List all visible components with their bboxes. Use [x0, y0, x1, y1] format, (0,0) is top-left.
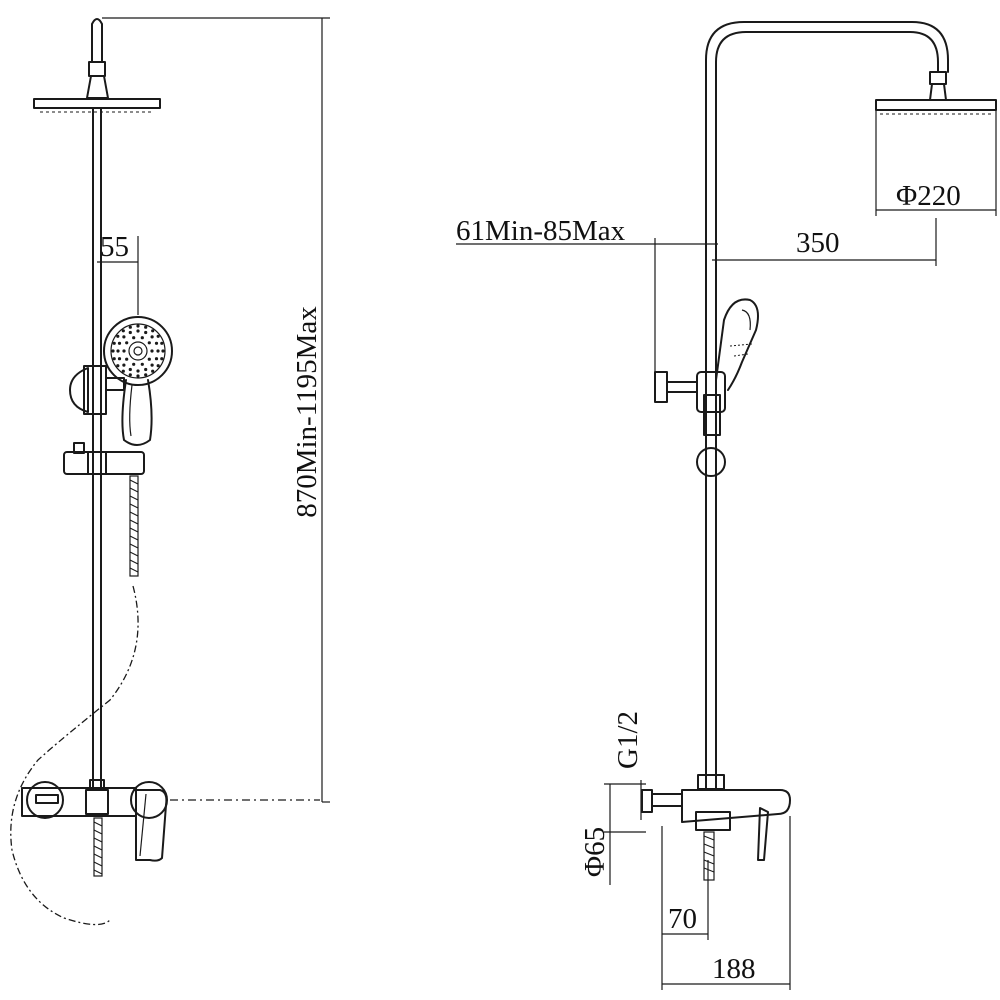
nozzle-dot — [144, 325, 148, 329]
nozzle-dot — [160, 357, 164, 361]
dim-350-label: 350 — [796, 227, 840, 259]
wall-bracket-side — [654, 371, 726, 413]
head-connector — [88, 61, 106, 77]
dim-inlet-thread-label: G1/2 — [612, 711, 644, 769]
dim-head-diameter: Φ220 — [875, 110, 997, 216]
nozzle-dot — [156, 334, 160, 338]
slide-clamp — [63, 442, 145, 475]
nozzle-dot — [136, 324, 140, 328]
nozzle-dot — [117, 341, 122, 345]
nozzle-dot — [125, 357, 129, 361]
nozzle-dot — [122, 349, 126, 353]
inlet-hose-front — [93, 817, 103, 877]
nozzle-dot — [156, 364, 160, 368]
shower-arm-inner — [715, 31, 939, 791]
nozzle-dot — [140, 362, 144, 366]
nozzle-dot — [160, 341, 164, 345]
dim-escutcheon: Φ65 — [579, 783, 646, 885]
flexible-hose — [10, 585, 139, 926]
nozzle-dot — [116, 334, 120, 338]
shower-arm-outer — [705, 21, 949, 791]
dim-70-label: 70 — [668, 903, 697, 935]
nozzle-dot — [150, 349, 154, 353]
dim-wall-offset-label: 61Min-85Max — [456, 215, 626, 247]
riser-top-cap — [91, 18, 103, 63]
nozzle-dot — [147, 357, 151, 361]
overhead-shower-plate — [33, 98, 161, 109]
nozzle-dot — [161, 349, 165, 353]
dim-55: 55 — [97, 231, 139, 315]
nozzle-dot — [128, 330, 132, 335]
dim-height: 870Min-1195Max — [102, 17, 330, 803]
nozzle-dot — [136, 369, 140, 373]
nozzle-dot — [147, 341, 151, 345]
dim-escutcheon-label: Φ65 — [579, 827, 611, 877]
dim-350: 350 — [712, 218, 937, 266]
nozzle-dot — [128, 325, 132, 329]
nozzle-dot — [151, 329, 155, 333]
nozzle-dot — [111, 349, 115, 353]
hand-shower-handle — [121, 379, 153, 446]
nozzle-dot — [151, 369, 155, 373]
dim-depth: 70 188 — [661, 816, 791, 990]
nozzle-dot — [136, 329, 140, 333]
nozzle-dot — [128, 367, 132, 372]
nozzle-dot — [136, 374, 140, 378]
nozzle-dot — [121, 369, 125, 373]
mixer-body-front — [21, 779, 168, 862]
nozzle-dot — [116, 364, 120, 368]
nozzle-dot — [128, 373, 132, 377]
side-view: Φ220 350 61Min-85Max — [456, 21, 997, 990]
nozzle-dot — [122, 363, 126, 367]
nozzle-dot — [121, 329, 125, 333]
nozzle-dot — [140, 336, 144, 340]
nozzle-dot — [144, 367, 148, 372]
hand-shower-holder — [69, 367, 89, 413]
hand-shower-side — [703, 298, 759, 436]
nozzle-dot — [154, 341, 159, 345]
nozzle-dot — [112, 357, 116, 361]
hand-shower-head — [103, 316, 173, 386]
front-view: 55 870Min-1195Max — [10, 17, 330, 926]
nozzle-dot — [150, 363, 154, 367]
nozzle-dot — [132, 362, 136, 366]
nozzle-dot — [132, 336, 136, 340]
nozzle-dot — [154, 357, 159, 361]
dim-height-label: 870Min-1195Max — [291, 306, 323, 518]
hose-sleeve — [129, 475, 139, 577]
dim-188-label: 188 — [712, 953, 756, 985]
nozzle-dot — [122, 335, 126, 339]
nozzle-dot — [144, 373, 148, 377]
nozzle-dot — [117, 357, 122, 361]
nozzle-dot — [125, 341, 129, 345]
dim-55-label: 55 — [100, 231, 129, 263]
nozzle-dot — [150, 335, 154, 339]
nozzle-dot — [112, 341, 116, 345]
nozzle-dot — [116, 349, 120, 353]
nozzle-dot — [144, 330, 148, 335]
dim-head-diameter-label: Φ220 — [896, 180, 961, 212]
dim-inlet-thread: G1/2 — [612, 711, 644, 820]
nozzle-dot — [156, 349, 160, 353]
dim-wall-offset: 61Min-85Max — [456, 215, 718, 400]
mixer-body-side — [641, 774, 791, 861]
slide-clamp-ball — [696, 447, 726, 477]
rain-head-side — [875, 99, 997, 111]
